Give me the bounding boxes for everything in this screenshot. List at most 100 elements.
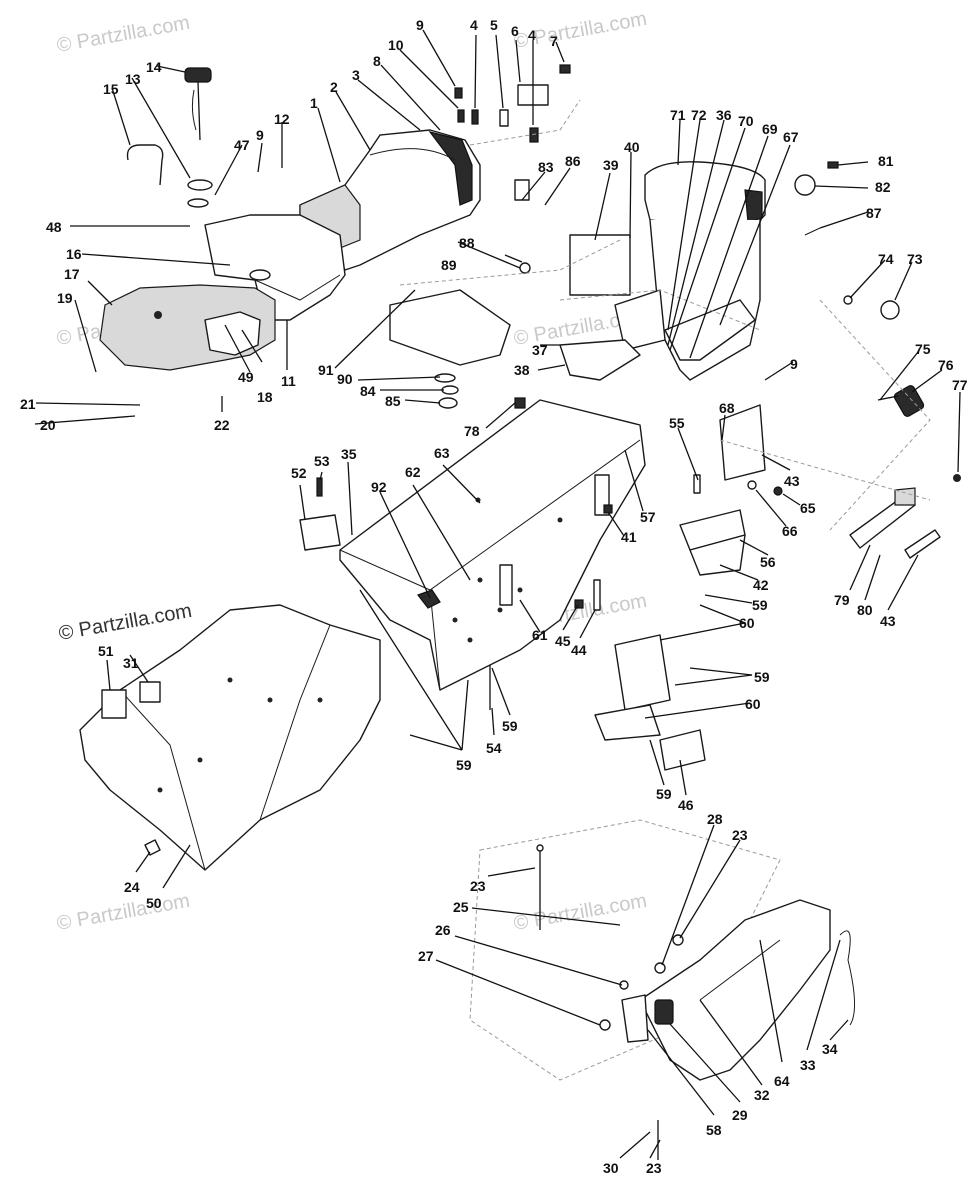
callout-77: 77 bbox=[952, 377, 968, 393]
callout-4: 4 bbox=[470, 17, 478, 33]
callout-59: 59 bbox=[754, 669, 770, 685]
callout-55: 55 bbox=[669, 415, 685, 431]
callout-71: 71 bbox=[670, 107, 686, 123]
callout-86: 86 bbox=[565, 153, 581, 169]
callout-73: 73 bbox=[907, 251, 923, 267]
right-rail bbox=[849, 487, 941, 559]
callout-12: 12 bbox=[274, 111, 290, 127]
leader-lines bbox=[34, 29, 961, 1159]
callout-80: 80 bbox=[857, 602, 873, 618]
seat-back-frame bbox=[559, 161, 766, 381]
callout-2: 2 bbox=[330, 79, 338, 95]
gas-cap bbox=[126, 67, 213, 208]
watermark-main: © Partzilla.com bbox=[57, 600, 194, 645]
hood-cowl bbox=[469, 819, 856, 1081]
callout-59: 59 bbox=[656, 786, 672, 802]
watermark-text: © Partzilla.com bbox=[55, 890, 192, 935]
side-panel bbox=[99, 284, 276, 371]
callout-13: 13 bbox=[125, 71, 141, 87]
callout-59: 59 bbox=[456, 757, 472, 773]
mount-bracket bbox=[389, 179, 641, 381]
callout-15: 15 bbox=[103, 81, 119, 97]
callout-9: 9 bbox=[416, 17, 424, 33]
callout-58: 58 bbox=[706, 1122, 722, 1138]
callout-5: 5 bbox=[490, 17, 498, 33]
callout-31: 31 bbox=[123, 655, 139, 671]
callout-33: 33 bbox=[800, 1057, 816, 1073]
callout-35: 35 bbox=[341, 446, 357, 462]
callout-68: 68 bbox=[719, 400, 735, 416]
callout-32: 32 bbox=[754, 1087, 770, 1103]
callout-38: 38 bbox=[514, 362, 530, 378]
callout-60: 60 bbox=[745, 696, 761, 712]
callout-90: 90 bbox=[337, 371, 353, 387]
callout-67: 67 bbox=[783, 129, 799, 145]
callout-17: 17 bbox=[64, 266, 80, 282]
callout-91: 91 bbox=[318, 362, 334, 378]
callout-44: 44 bbox=[571, 642, 587, 658]
callout-25: 25 bbox=[453, 899, 469, 915]
callout-6: 6 bbox=[511, 23, 519, 39]
callout-27: 27 bbox=[418, 948, 434, 964]
callout-19: 19 bbox=[57, 290, 73, 306]
callout-52: 52 bbox=[291, 465, 307, 481]
parts-layer bbox=[79, 64, 961, 1160]
chassis-tunnel bbox=[339, 399, 646, 691]
small-hardware bbox=[434, 373, 526, 409]
callout-64: 64 bbox=[774, 1073, 790, 1089]
callout-23: 23 bbox=[470, 878, 486, 894]
callout-29: 29 bbox=[732, 1107, 748, 1123]
callout-83: 83 bbox=[538, 159, 554, 175]
right-hardware bbox=[794, 161, 961, 531]
callout-14: 14 bbox=[146, 59, 162, 75]
callout-89: 89 bbox=[441, 257, 457, 273]
front-bracket bbox=[299, 477, 341, 551]
callout-43: 43 bbox=[880, 613, 896, 629]
callout-59: 59 bbox=[502, 718, 518, 734]
callout-20: 20 bbox=[40, 417, 56, 433]
watermark-text: © Partzilla.com bbox=[55, 12, 192, 57]
fastener-group bbox=[454, 64, 581, 146]
watermark-text: © Partzilla.com bbox=[512, 890, 649, 935]
callout-85: 85 bbox=[385, 393, 401, 409]
callout-1: 1 bbox=[310, 95, 318, 111]
callout-54: 54 bbox=[486, 740, 502, 756]
callout-23: 23 bbox=[732, 827, 748, 843]
callout-72: 72 bbox=[691, 107, 707, 123]
callout-48: 48 bbox=[46, 219, 62, 235]
callout-8: 8 bbox=[373, 53, 381, 69]
callout-47: 47 bbox=[234, 137, 250, 153]
callout-66: 66 bbox=[782, 523, 798, 539]
callout-69: 69 bbox=[762, 121, 778, 137]
callout-9: 9 bbox=[256, 127, 264, 143]
callout-41: 41 bbox=[621, 529, 637, 545]
callout-30: 30 bbox=[603, 1160, 619, 1176]
callout-87: 87 bbox=[866, 205, 882, 221]
callout-81: 81 bbox=[878, 153, 894, 169]
callout-34: 34 bbox=[822, 1041, 838, 1057]
callout-59: 59 bbox=[752, 597, 768, 613]
callout-78: 78 bbox=[464, 423, 480, 439]
callout-labels: 1 2 3 4 4 5 6 7 8 9 9 9 10 11 12 13 14 1… bbox=[20, 17, 968, 1176]
callout-18: 18 bbox=[257, 389, 273, 405]
callout-82: 82 bbox=[875, 179, 891, 195]
callout-11: 11 bbox=[281, 373, 296, 389]
callout-3: 3 bbox=[352, 67, 360, 83]
callout-65: 65 bbox=[800, 500, 816, 516]
callout-60: 60 bbox=[739, 615, 755, 631]
mid-hardware bbox=[489, 404, 931, 710]
callout-56: 56 bbox=[760, 554, 776, 570]
callout-70: 70 bbox=[738, 113, 754, 129]
callout-39: 39 bbox=[603, 157, 619, 173]
callout-51: 51 bbox=[98, 643, 114, 659]
callout-42: 42 bbox=[753, 577, 769, 593]
callout-46: 46 bbox=[678, 797, 694, 813]
callout-40: 40 bbox=[624, 139, 640, 155]
callout-84: 84 bbox=[360, 383, 376, 399]
callout-45: 45 bbox=[555, 633, 571, 649]
callout-49: 49 bbox=[238, 369, 254, 385]
callout-22: 22 bbox=[214, 417, 230, 433]
callout-10: 10 bbox=[388, 37, 404, 53]
callout-88: 88 bbox=[459, 235, 475, 251]
